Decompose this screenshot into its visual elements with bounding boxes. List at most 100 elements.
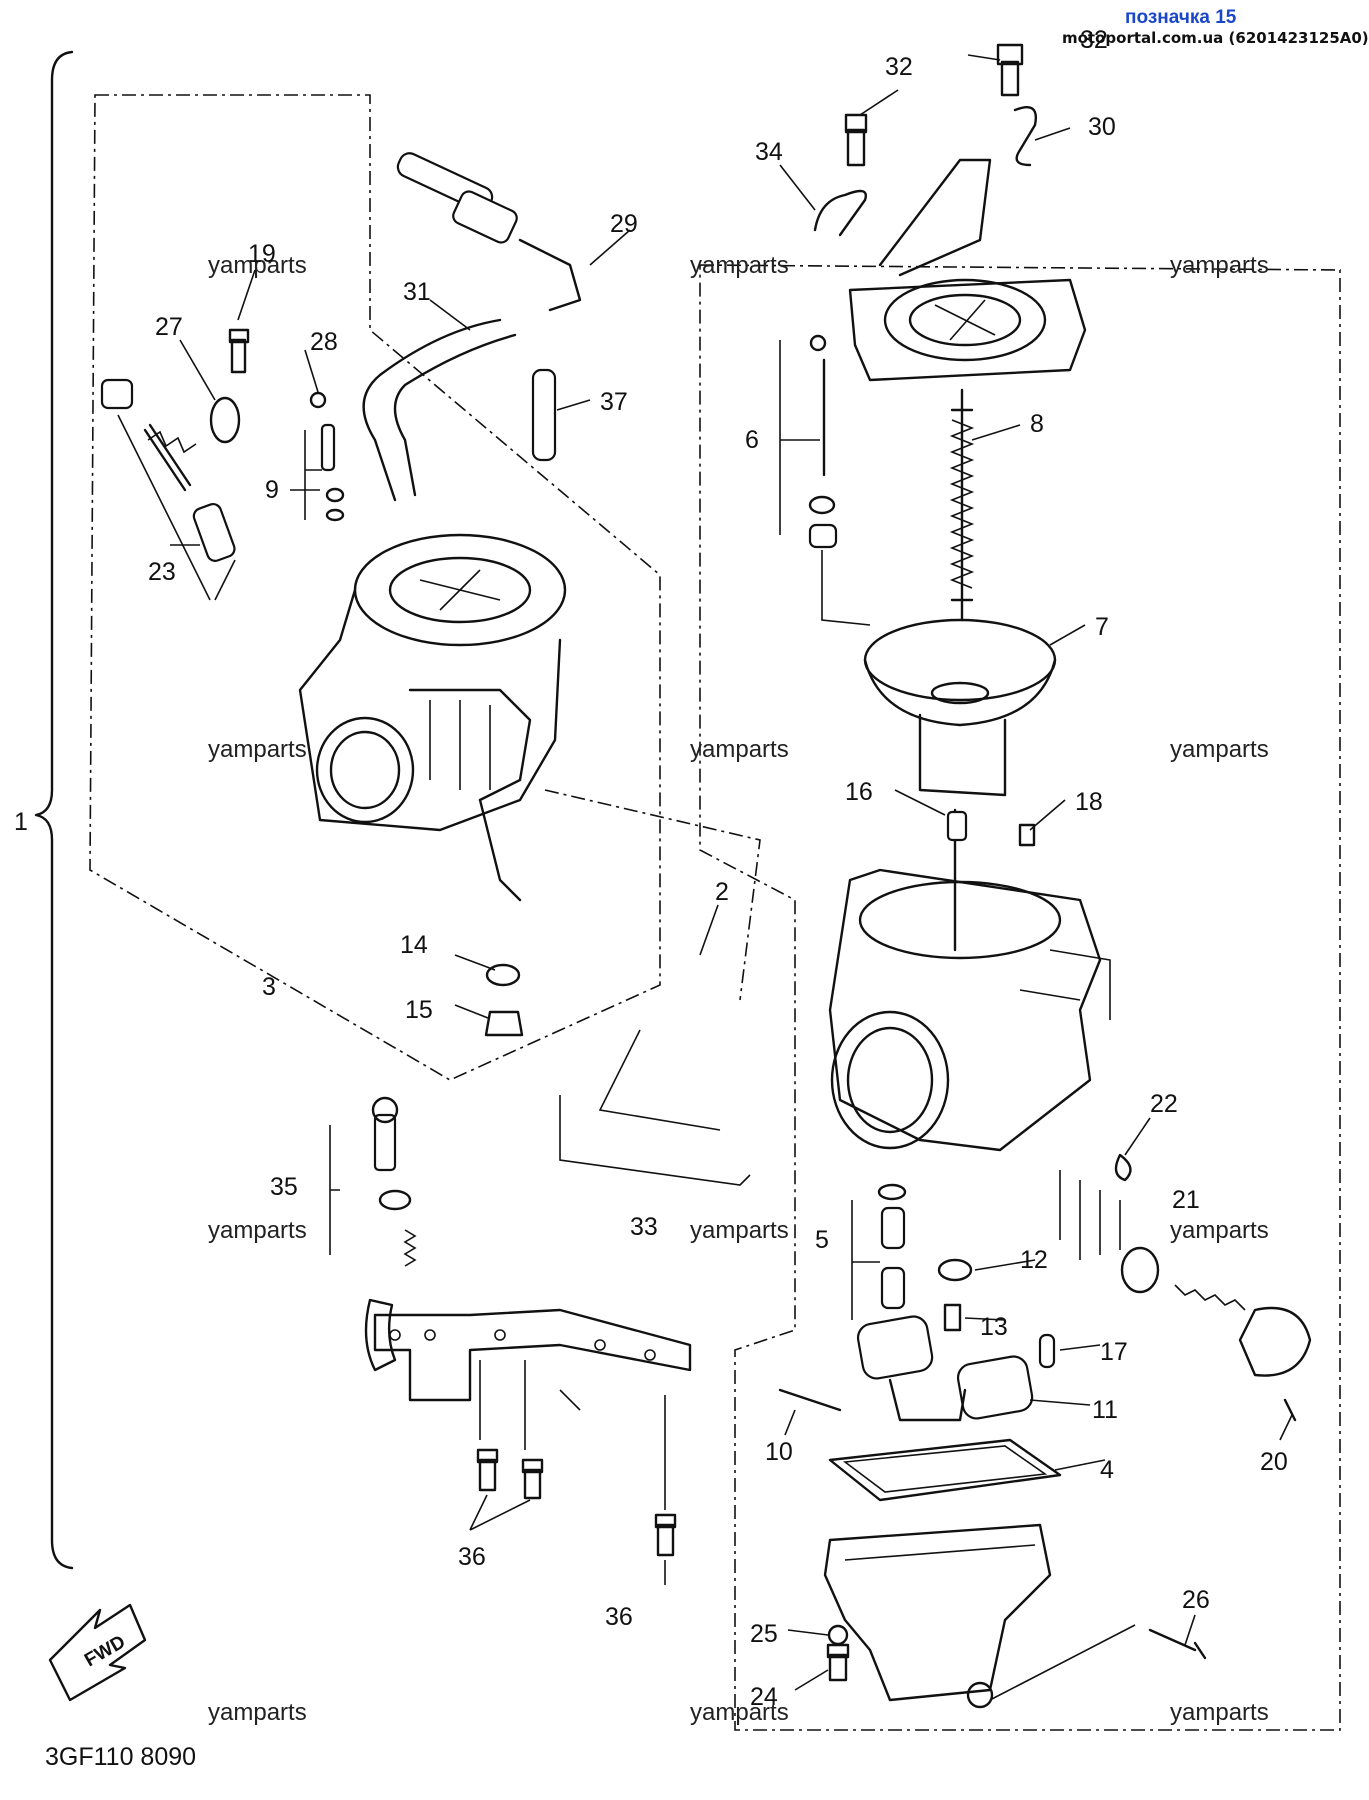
left-carb-outline [89,94,661,1081]
callout-23: 23 [148,558,176,586]
callout-6: 6 [745,426,759,454]
callout-21: 21 [1172,1186,1200,1214]
float-11 [856,1315,1034,1422]
callout-37: 37 [600,388,628,416]
callout-30: 30 [1088,113,1116,141]
bolt-36c [654,1513,677,1557]
jet-17 [1038,1333,1056,1369]
screw-32b [996,43,1024,97]
callout-15: 15 [405,996,433,1024]
callout-3: 3 [262,973,276,1001]
screw-20 [1283,1398,1297,1422]
clip-22 [1114,1153,1132,1182]
callout-11: 11 [1092,1396,1118,1424]
washer-14 [485,963,521,987]
callout-1: 1 [14,808,28,836]
callout-10: 10 [765,1438,793,1466]
jet-16 [946,810,968,842]
fwd-label: FWD [81,1632,129,1672]
parts-35 [329,1096,417,1267]
callout-13: 13 [980,1313,1008,1341]
callout-8: 8 [1030,410,1044,438]
diaphragm-7 [863,618,1057,797]
callout-32b: 32 [1080,26,1108,54]
callout-7: 7 [1095,613,1109,641]
parts-6 [779,334,871,626]
callout-9: 9 [265,476,279,504]
callout-4: 4 [1100,1456,1114,1484]
callout-24: 24 [750,1683,778,1711]
right-carburetor [828,808,1111,1152]
watermark: yamparts [690,252,789,279]
right-carb-outline [699,264,1341,1731]
watermark: yamparts [690,736,789,763]
link-2 [544,789,761,1001]
float-bowl [823,1523,1052,1709]
washer-12 [937,1258,973,1282]
bolt-26 [1148,1628,1207,1660]
callout-18: 18 [1075,788,1103,816]
nut-15 [484,1010,524,1037]
callout-31: 31 [403,278,431,306]
screw-18 [1018,823,1036,847]
callout-25: 25 [750,1620,778,1648]
cover-21 [1238,1306,1312,1377]
watermark: yamparts [208,1217,307,1244]
callout-29: 29 [610,210,638,238]
link-rod-33 [559,1029,751,1186]
parts-5 [851,1183,907,1320]
callout-27: 27 [155,313,183,341]
callout-17: 17 [1100,1338,1128,1366]
screw-32 [844,113,868,167]
badge: позначка 15 [1125,7,1237,28]
left-carburetor [298,533,567,902]
drawing-code: 3GF110 8090 [45,1743,196,1771]
callout-32: 32 [885,53,913,81]
clip-27 [209,396,241,444]
callout-36b: 36 [605,1603,633,1631]
right-carb-top [848,158,1087,382]
needle-8 [950,388,974,622]
parts-23 [100,378,236,601]
watermark: yamparts [690,1699,789,1726]
parts-9 [304,423,345,522]
clip-30 [1013,105,1037,167]
screw-19 [228,328,250,374]
mounting-bracket [364,1298,692,1411]
callout-2: 2 [715,878,729,906]
clip-34 [813,189,867,237]
source: motoportal.com.ua (6201423125A0) [1062,29,1369,47]
callout-12: 12 [1020,1246,1048,1274]
assembly-brace [34,50,74,1570]
watermark: yamparts [208,252,307,279]
watermark: yamparts [208,736,307,763]
callout-22: 22 [1150,1090,1178,1118]
gasket-4 [828,1438,1062,1502]
jet-13 [943,1303,962,1332]
callout-33: 33 [630,1213,658,1241]
callout-36: 36 [458,1543,486,1571]
bolt-36a [476,1448,499,1492]
watermark: yamparts [1170,1699,1269,1726]
callout-20: 20 [1260,1448,1288,1476]
callout-26: 26 [1182,1586,1210,1614]
callout-16: 16 [845,778,873,806]
fwd-arrow: FWD [48,1603,147,1702]
watermark: yamparts [1170,1217,1269,1244]
callout-14: 14 [400,931,428,959]
callout-5: 5 [815,1226,829,1254]
pin-10 [778,1388,842,1412]
washer-28 [309,391,327,409]
callout-34: 34 [755,138,783,166]
callout-19: 19 [248,240,276,268]
watermark: yamparts [690,1217,789,1244]
callout-labels: 1 2 3 4 5 6 7 8 9 10 11 12 13 14 15 16 1… [14,26,1288,1711]
hose-37 [531,368,557,462]
watermark: yamparts [1170,736,1269,763]
watermark: yamparts [1170,252,1269,279]
watermark: yamparts [208,1699,307,1726]
screw-24 [826,1643,850,1682]
callout-28: 28 [310,328,338,356]
pipe-29 [396,152,582,312]
